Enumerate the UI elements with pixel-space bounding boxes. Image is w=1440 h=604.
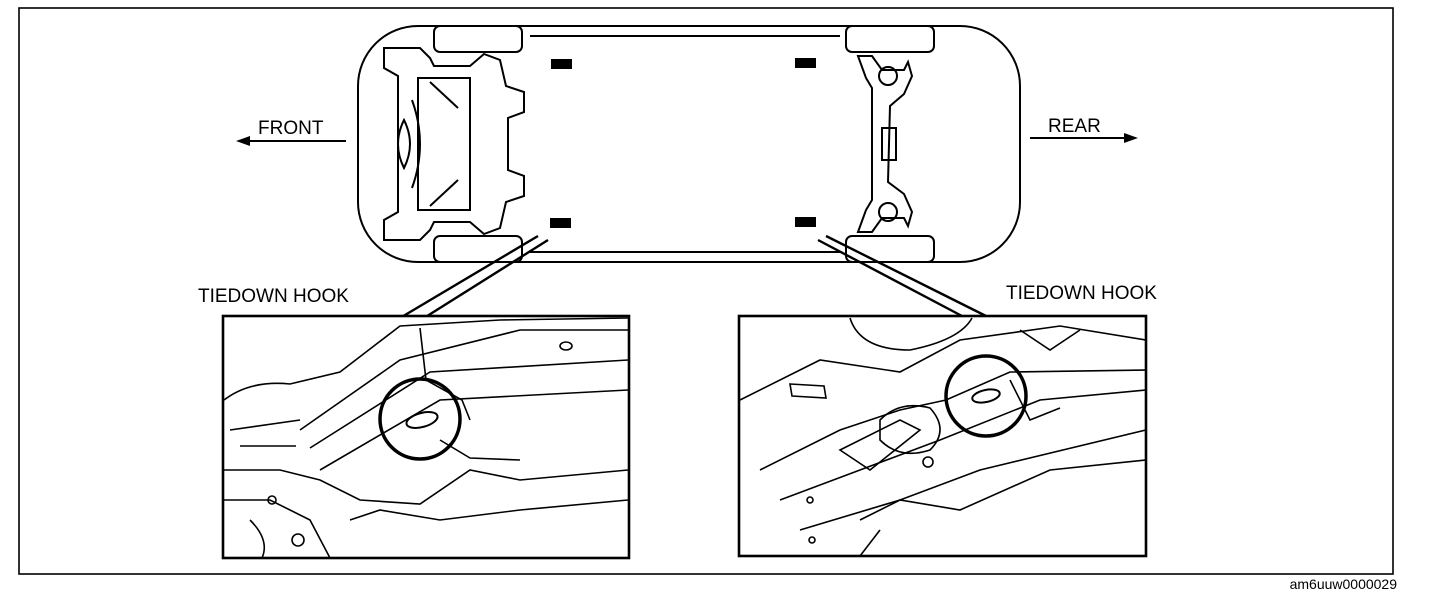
figure-frame bbox=[18, 7, 1394, 575]
detail-frame-rear bbox=[737, 314, 1148, 558]
highlight-circle-front bbox=[378, 377, 462, 461]
detail-view-rear bbox=[737, 314, 1148, 558]
wheel-rear-right bbox=[845, 235, 935, 263]
tiedown-hook-label-left: TIEDOWN HOOK bbox=[198, 286, 349, 307]
wheel-rear-left bbox=[845, 25, 935, 53]
vehicle-body-outline bbox=[357, 25, 1021, 263]
tiedown-hook-marks bbox=[550, 58, 816, 228]
tiedown-hook-label-right: TIEDOWN HOOK bbox=[1006, 283, 1157, 304]
front-direction-arrow bbox=[236, 136, 346, 146]
rear-label: REAR bbox=[1048, 116, 1101, 137]
tiedown-hook-slot-rear bbox=[971, 388, 1001, 404]
figure-id: am6uuw0000029 bbox=[1290, 576, 1398, 592]
leader-lines bbox=[399, 234, 987, 320]
wheel-front-right bbox=[433, 235, 523, 263]
tiedown-hook-slot-front bbox=[405, 411, 439, 429]
vehicle-underbody bbox=[357, 25, 1021, 263]
tiedown-mark-front-left bbox=[551, 59, 572, 69]
wheel-front-left bbox=[433, 25, 523, 53]
front-subframe bbox=[383, 47, 525, 241]
detail-view-front bbox=[221, 314, 631, 560]
rear-direction-arrow bbox=[1030, 133, 1138, 143]
highlight-circle-rear bbox=[944, 354, 1028, 438]
rear-axle bbox=[856, 55, 914, 233]
detail-frame-front bbox=[221, 314, 631, 560]
tiedown-mark-rear-right bbox=[795, 217, 816, 227]
front-label: FRONT bbox=[258, 118, 324, 139]
tiedown-mark-rear-left bbox=[795, 58, 816, 68]
tiedown-mark-front-right bbox=[550, 218, 571, 228]
